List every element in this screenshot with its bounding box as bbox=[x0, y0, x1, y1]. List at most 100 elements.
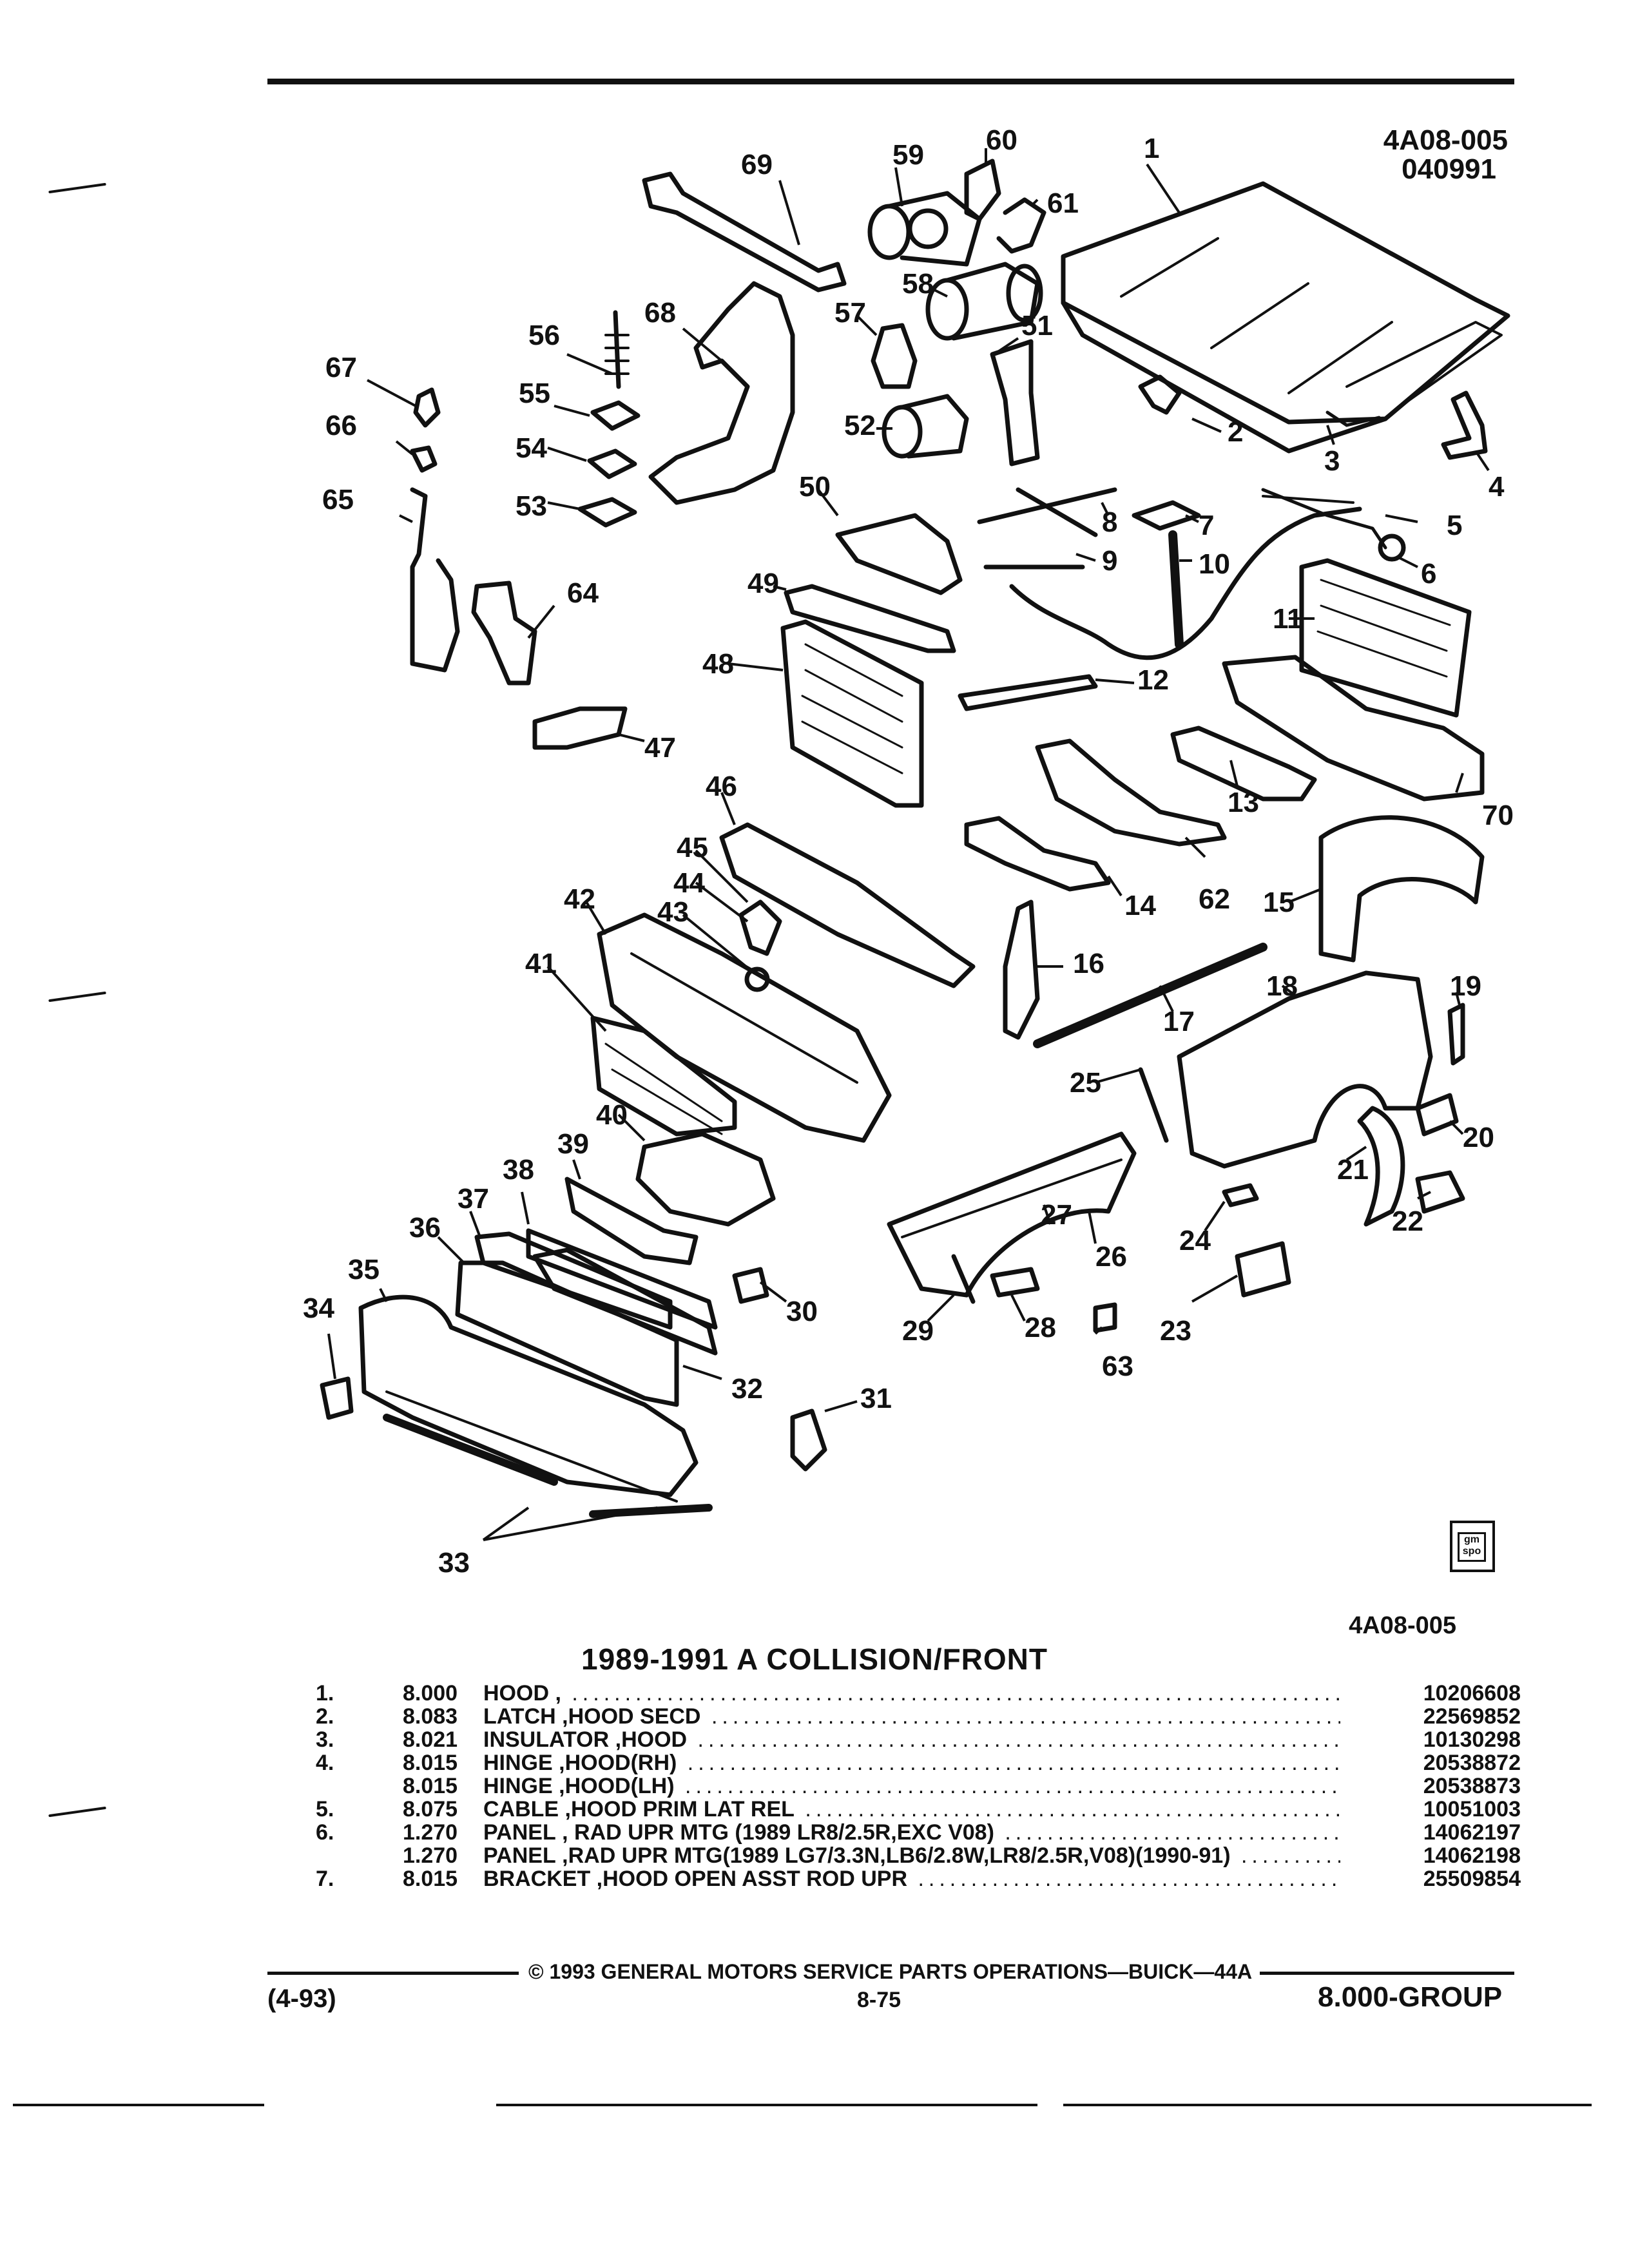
part-description: BRACKET ,HOOD OPEN ASST ROD UPR ........… bbox=[483, 1867, 1347, 1890]
part-qualifier: ,RAD UPR MTG(1989 LG7/3.3N,LB6/2.8W,LR8/… bbox=[555, 1844, 1231, 1867]
part-number: 10051003 bbox=[1423, 1797, 1521, 1821]
callout-32: 32 bbox=[731, 1373, 763, 1405]
part-description: INSULATOR ,HOOD ........................… bbox=[483, 1728, 1347, 1751]
figure-code: 4A08-005 bbox=[1383, 124, 1508, 156]
callout-41: 41 bbox=[525, 948, 557, 979]
callout-37: 37 bbox=[458, 1183, 489, 1215]
footer-date-code: (4-93) bbox=[267, 1984, 336, 2013]
callout-17: 17 bbox=[1163, 1006, 1195, 1037]
callout-10: 10 bbox=[1199, 548, 1230, 580]
callout-43: 43 bbox=[657, 896, 689, 928]
dot-leader: ........................................… bbox=[572, 1682, 1340, 1705]
callout-42: 42 bbox=[564, 883, 595, 915]
callout-44: 44 bbox=[673, 867, 705, 899]
callout-69: 69 bbox=[741, 149, 773, 180]
part-description: HINGE ,HOOD(RH) ........................… bbox=[483, 1751, 1347, 1774]
footer-rule-left bbox=[267, 1972, 519, 1975]
callout-70: 70 bbox=[1482, 800, 1514, 831]
callout-46: 46 bbox=[706, 771, 737, 802]
gm-spo-logo-icon: gm spo bbox=[1450, 1521, 1495, 1572]
callout-47: 47 bbox=[644, 732, 676, 764]
callout-63: 63 bbox=[1102, 1350, 1133, 1382]
part-description: LATCH ,HOOD SECD .......................… bbox=[483, 1705, 1347, 1728]
dot-leader: ........................................… bbox=[1005, 1821, 1340, 1844]
parts-row: 7. 8.015 BRACKET ,HOOD OPEN ASST ROD UPR .… bbox=[316, 1867, 1521, 1890]
callout-30: 30 bbox=[786, 1296, 818, 1327]
part-ref: 1. bbox=[316, 1681, 334, 1706]
callout-65: 65 bbox=[322, 484, 354, 515]
dot-leader: ........................................… bbox=[1240, 1844, 1340, 1867]
callout-68: 68 bbox=[644, 297, 676, 329]
callout-14: 14 bbox=[1124, 890, 1156, 921]
part-name: BRACKET bbox=[483, 1867, 591, 1890]
callout-51: 51 bbox=[1021, 310, 1053, 341]
part-description: PANEL , RAD UPR MTG (1989 LR8/2.5R,EXC V… bbox=[483, 1821, 1347, 1844]
callout-58: 58 bbox=[902, 268, 934, 300]
part-qualifier: ,HOOD OPEN ASST ROD UPR bbox=[590, 1867, 908, 1890]
part-ref: 7. bbox=[316, 1867, 334, 1891]
header-rule bbox=[267, 79, 1514, 84]
callout-21: 21 bbox=[1337, 1154, 1369, 1186]
callout-66: 66 bbox=[325, 410, 357, 441]
callout-31: 31 bbox=[860, 1383, 892, 1414]
part-ref bbox=[316, 1844, 403, 1867]
callout-50: 50 bbox=[799, 471, 831, 503]
edge-mark bbox=[48, 1806, 106, 1818]
callout-64: 64 bbox=[567, 577, 599, 609]
figure-date: 040991 bbox=[1402, 153, 1496, 185]
callout-1: 1 bbox=[1144, 133, 1159, 164]
callout-56: 56 bbox=[528, 320, 560, 351]
part-group: 8.083 bbox=[403, 1704, 458, 1729]
callout-40: 40 bbox=[596, 1099, 628, 1131]
callout-13: 13 bbox=[1228, 787, 1259, 818]
part-qualifier: ,HOOD SECD bbox=[555, 1705, 701, 1728]
dot-leader: ........................................… bbox=[684, 1774, 1340, 1798]
callout-4: 4 bbox=[1489, 471, 1505, 503]
callout-25: 25 bbox=[1070, 1067, 1101, 1099]
footer-group: 8.000-GROUP bbox=[1318, 1981, 1503, 2013]
part-description: HINGE ,HOOD(LH) ........................… bbox=[483, 1774, 1347, 1798]
callout-45: 45 bbox=[677, 832, 708, 863]
part-ref: 5. bbox=[316, 1797, 334, 1821]
part-number: 14062198 bbox=[1423, 1843, 1521, 1868]
callout-22: 22 bbox=[1392, 1206, 1423, 1237]
figure-code-bottom: 4A08-005 bbox=[1349, 1612, 1456, 1639]
part-group: 1.270 bbox=[403, 1843, 458, 1868]
dot-leader: ........................................… bbox=[697, 1728, 1340, 1751]
callout-52: 52 bbox=[844, 410, 876, 441]
section-title: 1989-1991 A COLLISION/FRONT bbox=[581, 1642, 1048, 1676]
footer-copyright: © 1993 GENERAL MOTORS SERVICE PARTS OPER… bbox=[528, 1960, 1253, 1983]
callout-6: 6 bbox=[1421, 558, 1436, 590]
callout-20: 20 bbox=[1463, 1122, 1494, 1153]
callout-36: 36 bbox=[409, 1212, 441, 1244]
part-ref: 2. bbox=[316, 1704, 334, 1729]
part-number: 10206608 bbox=[1423, 1681, 1521, 1706]
callout-7: 7 bbox=[1199, 510, 1214, 541]
callout-8: 8 bbox=[1102, 506, 1117, 538]
part-number: 22569852 bbox=[1423, 1704, 1521, 1729]
part-ref: 3. bbox=[316, 1727, 334, 1752]
part-qualifier: ,HOOD bbox=[609, 1728, 688, 1751]
callout-2: 2 bbox=[1228, 416, 1243, 448]
callout-48: 48 bbox=[702, 648, 734, 680]
callout-18: 18 bbox=[1266, 970, 1298, 1002]
part-number: 20538873 bbox=[1423, 1774, 1521, 1798]
part-group: 8.015 bbox=[403, 1867, 458, 1891]
dot-leader: ........................................… bbox=[711, 1705, 1340, 1728]
part-ref: 6. bbox=[316, 1820, 334, 1845]
part-group: 8.021 bbox=[403, 1727, 458, 1752]
scan-edge-line bbox=[13, 2104, 264, 2106]
part-ref bbox=[316, 1774, 403, 1798]
callout-26: 26 bbox=[1095, 1241, 1127, 1273]
part-group: 8.015 bbox=[403, 1751, 458, 1775]
callout-49: 49 bbox=[747, 568, 779, 599]
callout-11: 11 bbox=[1273, 603, 1303, 635]
gm-spo-logo-text: gm spo bbox=[1458, 1532, 1486, 1562]
callout-9: 9 bbox=[1102, 545, 1117, 577]
part-qualifier: , RAD UPR MTG (1989 LR8/2.5R,EXC V08) bbox=[555, 1821, 994, 1844]
